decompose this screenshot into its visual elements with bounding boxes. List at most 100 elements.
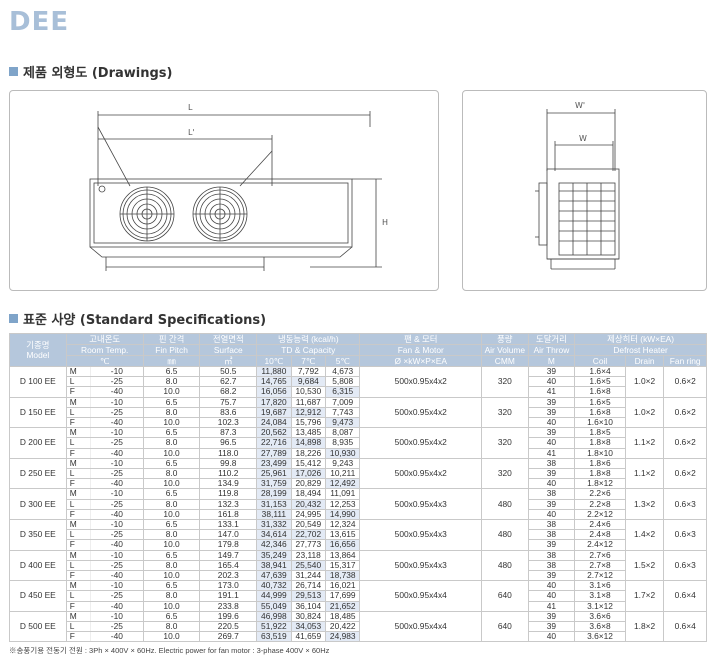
cap5-cell: 9,243 (325, 457, 361, 470)
throw-cell: 40 (527, 631, 576, 643)
fan-cell: 500x0.95x4x2 (359, 457, 483, 490)
cap5-cell: 24,983 (325, 631, 361, 643)
drain-cell: 1.4×2 (624, 519, 665, 551)
surface-cell: 147.0 (199, 529, 258, 541)
td10-header: 10℃ (256, 355, 292, 367)
cap10-cell: 31,759 (256, 478, 292, 490)
cap7-cell: 30,824 (290, 610, 327, 623)
fin-cell: 10.0 (142, 417, 201, 429)
drain-cell: 1.5×2 (624, 549, 665, 582)
throw-cell: 39 (527, 539, 576, 551)
cap7-cell: 15,412 (290, 457, 327, 470)
cap7-cell: 36,104 (290, 600, 327, 612)
cap7-cell: 27,773 (290, 539, 327, 551)
grade-cell: F (65, 386, 92, 398)
fan-header-en: Fan & Motor (359, 344, 483, 356)
fin-cell: 10.0 (142, 508, 201, 521)
grade-cell: M (65, 457, 92, 470)
cap10-cell: 38,111 (256, 508, 292, 521)
fin-cell: 6.5 (142, 488, 201, 500)
fin-cell: 8.0 (142, 406, 201, 419)
model-title: DEE (9, 7, 70, 37)
surface-cell: 119.8 (199, 488, 258, 500)
grade-cell: M (65, 427, 92, 439)
temp-cell: -40 (90, 570, 144, 582)
throw-cell: 39 (527, 406, 576, 419)
cap10-cell: 24,084 (256, 417, 292, 429)
coil-cell: 1.6×5 (574, 396, 626, 408)
fin-cell: 10.0 (142, 631, 201, 643)
throw-unit: M (527, 355, 576, 367)
cap10-cell: 46,998 (256, 610, 292, 623)
cap10-cell: 31,153 (256, 498, 292, 510)
surf-unit: ㎡ (199, 355, 258, 367)
coil-cell: 1.6×10 (574, 417, 626, 429)
fin-cell: 10.0 (142, 447, 201, 459)
cap7-cell: 24,995 (290, 508, 327, 521)
grade-cell: L (65, 529, 92, 541)
temp-cell: -40 (90, 508, 144, 521)
throw-cell: 40 (527, 376, 576, 388)
temp-cell: -40 (90, 631, 144, 643)
model-cell: D 500 EE (9, 610, 67, 643)
grade-cell: F (65, 600, 92, 612)
footnote: ※송풍기용 전동기 전원 : 3Ph × 400V × 60Hz. Electr… (9, 646, 330, 655)
cap10-cell: 47,639 (256, 570, 292, 582)
dim-l-prime-label: L' (188, 128, 195, 137)
temp-cell: -10 (90, 519, 144, 531)
cap5-cell: 11,091 (325, 488, 361, 500)
fin-cell: 8.0 (142, 559, 201, 572)
surface-cell: 133.1 (199, 519, 258, 531)
fan-cell: 500x0.95x4x2 (359, 366, 483, 398)
model-cell: D 450 EE (9, 580, 67, 612)
specs-heading: 표준 사양 (Standard Specifications) (9, 309, 266, 328)
grade-cell: M (65, 396, 92, 408)
coil-cell: 1.8×5 (574, 427, 626, 439)
cap5-cell: 15,317 (325, 559, 361, 572)
coil-cell: 2.4×12 (574, 539, 626, 551)
cap7-cell: 15,796 (290, 417, 327, 429)
temp-cell: -10 (90, 427, 144, 439)
front-view-drawing: L L' H (9, 90, 439, 291)
cap10-cell: 16,056 (256, 386, 292, 398)
fan-cell: 500x0.95x4x4 (359, 610, 483, 643)
surface-cell: 173.0 (199, 580, 258, 592)
cap10-cell: 20,562 (256, 427, 292, 439)
fin-cell: 8.0 (142, 437, 201, 449)
coil-cell: 3.6×12 (574, 631, 626, 643)
surface-cell: 191.1 (199, 590, 258, 602)
surface-cell: 149.7 (199, 549, 258, 561)
coil-cell: 1.6×8 (574, 386, 626, 398)
throw-cell: 38 (527, 549, 576, 561)
grade-cell: L (65, 468, 92, 480)
cap7-cell: 20,432 (290, 498, 327, 510)
temp-cell: -10 (90, 396, 144, 408)
fan-cell: 500x0.95x4x3 (359, 549, 483, 582)
cap5-cell: 17,699 (325, 590, 361, 602)
surface-cell: 202.3 (199, 570, 258, 582)
coil-cell: 2.7×8 (574, 559, 626, 572)
fan-cell: 500x0.95x4x2 (359, 427, 483, 459)
cap5-cell: 13,864 (325, 549, 361, 561)
fin-unit: ㎜ (142, 355, 201, 367)
throw-cell: 40 (527, 508, 576, 521)
fan-unit: Ø ×kW×P×EA (359, 355, 483, 367)
temp-cell: -10 (90, 488, 144, 500)
fan-cell: 500x0.95x4x4 (359, 580, 483, 612)
cap5-cell: 8,935 (325, 437, 361, 449)
surface-cell: 179.8 (199, 539, 258, 551)
coil-cell: 3.1×8 (574, 590, 626, 602)
throw-cell: 40 (527, 590, 576, 602)
throw-cell: 39 (527, 621, 576, 633)
